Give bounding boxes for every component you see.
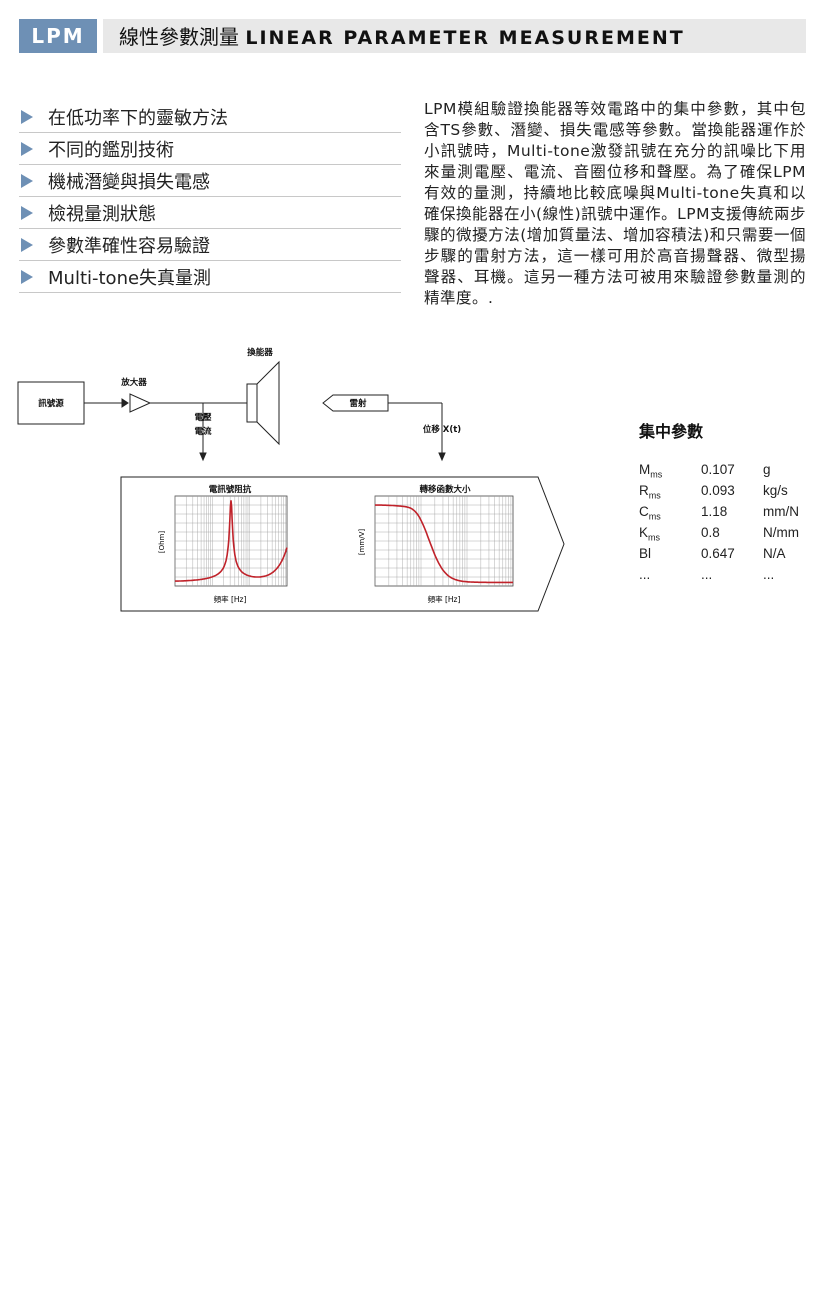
triangle-bullet-icon	[21, 142, 33, 156]
transducer-label: 換能器	[247, 347, 273, 358]
param-name: Bl	[639, 546, 652, 561]
table-row: Bl 0.647 N/A	[639, 546, 799, 567]
list-item: 檢視量測狀態	[19, 198, 401, 229]
page-title-en: LINEAR PARAMETER MEASUREMENT	[245, 27, 685, 49]
table-row: Mms 0.107 g	[639, 462, 799, 483]
list-item: 機械潛變與損失電感	[19, 166, 401, 197]
laser-label: 雷射	[349, 398, 367, 409]
param-unit: kg/s	[763, 483, 788, 498]
list-item: 參數準確性容易驗證	[19, 230, 401, 261]
feature-label: Multi-tone失真量測	[48, 268, 212, 289]
transfer-curve	[375, 504, 513, 584]
amplifier-icon	[129, 393, 152, 413]
feature-label: 參數準確性容易驗證	[48, 236, 210, 257]
table-row: Rms 0.093 kg/s	[639, 483, 799, 504]
list-item: 在低功率下的靈敏方法	[19, 102, 401, 133]
param-value: 0.107	[701, 462, 735, 477]
table-row: .........	[639, 567, 799, 588]
displacement-label: 位移 X(t)	[423, 424, 461, 435]
param-name: Kms	[639, 525, 661, 543]
param-value: 0.647	[701, 546, 735, 561]
feature-label: 在低功率下的靈敏方法	[48, 108, 228, 129]
params-title: 集中參數	[639, 422, 704, 441]
param-name: ...	[639, 567, 651, 582]
page-title-zh: 線性參數測量	[119, 25, 239, 49]
signal-source-box	[17, 381, 85, 425]
transfer-chart-title: 轉移函數大小	[419, 484, 471, 495]
param-value: 0.093	[701, 483, 735, 498]
list-item: Multi-tone失真量測	[19, 262, 401, 293]
param-value: 0.8	[701, 525, 720, 540]
measurement-diagram: 訊號源 放大器 換能器 雷射 電壓 電流 位移 X(t) 電訊號阻抗 轉移函數大…	[17, 347, 565, 612]
triangle-bullet-icon	[21, 270, 33, 284]
impedance-curve	[174, 500, 288, 582]
description-paragraph: LPM模組驗證換能器等效電路中的集中參數，其中包含TS參數、潛變、損失電感等參數…	[424, 100, 806, 307]
param-name: Rms	[639, 483, 661, 501]
feature-list: 在低功率下的靈敏方法 不同的鑑別技術 機械潛變與損失電感 檢視量測狀態 參數準確…	[19, 102, 401, 294]
param-name: Cms	[639, 504, 661, 522]
param-unit: N/mm	[763, 525, 799, 540]
feature-label: 不同的鑑別技術	[48, 140, 174, 161]
current-label: 電流	[194, 426, 212, 437]
impedance-y-label: [Ohm]	[158, 531, 166, 553]
transfer-x-label: 頻率 [Hz]	[428, 594, 461, 604]
amplifier-label: 放大器	[120, 377, 147, 388]
section-badge: LPM	[19, 19, 97, 53]
param-unit: g	[763, 462, 771, 477]
param-unit: N/A	[763, 546, 786, 561]
table-row: Cms 1.18 mm/N	[639, 504, 799, 525]
voltage-label: 電壓	[194, 412, 212, 423]
feature-label: 機械潛變與損失電感	[48, 172, 210, 193]
transfer-y-label: [mm/V]	[358, 529, 366, 556]
triangle-bullet-icon	[21, 238, 33, 252]
impedance-chart: [Ohm] 頻率 [Hz]	[158, 495, 288, 604]
table-row: Kms 0.8 N/mm	[639, 525, 799, 546]
transfer-chart: [mm/V] 頻率 [Hz]	[358, 495, 514, 604]
page-title: 線性參數測量 LINEAR PARAMETER MEASUREMENT	[119, 19, 685, 56]
param-value: ...	[701, 567, 713, 582]
feature-label: 檢視量測狀態	[48, 204, 156, 225]
triangle-bullet-icon	[21, 174, 33, 188]
triangle-bullet-icon	[21, 206, 33, 220]
param-unit: ...	[763, 567, 775, 582]
speaker-icon	[246, 383, 258, 423]
impedance-x-label: 頻率 [Hz]	[214, 594, 247, 604]
impedance-chart-title: 電訊號阻抗	[209, 484, 252, 495]
list-item: 不同的鑑別技術	[19, 134, 401, 165]
signal-source-label: 訊號源	[38, 398, 64, 409]
param-unit: mm/N	[763, 504, 799, 519]
section-header: 線性參數測量 LINEAR PARAMETER MEASUREMENT	[103, 19, 806, 53]
param-value: 1.18	[701, 504, 728, 519]
triangle-bullet-icon	[21, 110, 33, 124]
param-name: Mms	[639, 462, 663, 480]
